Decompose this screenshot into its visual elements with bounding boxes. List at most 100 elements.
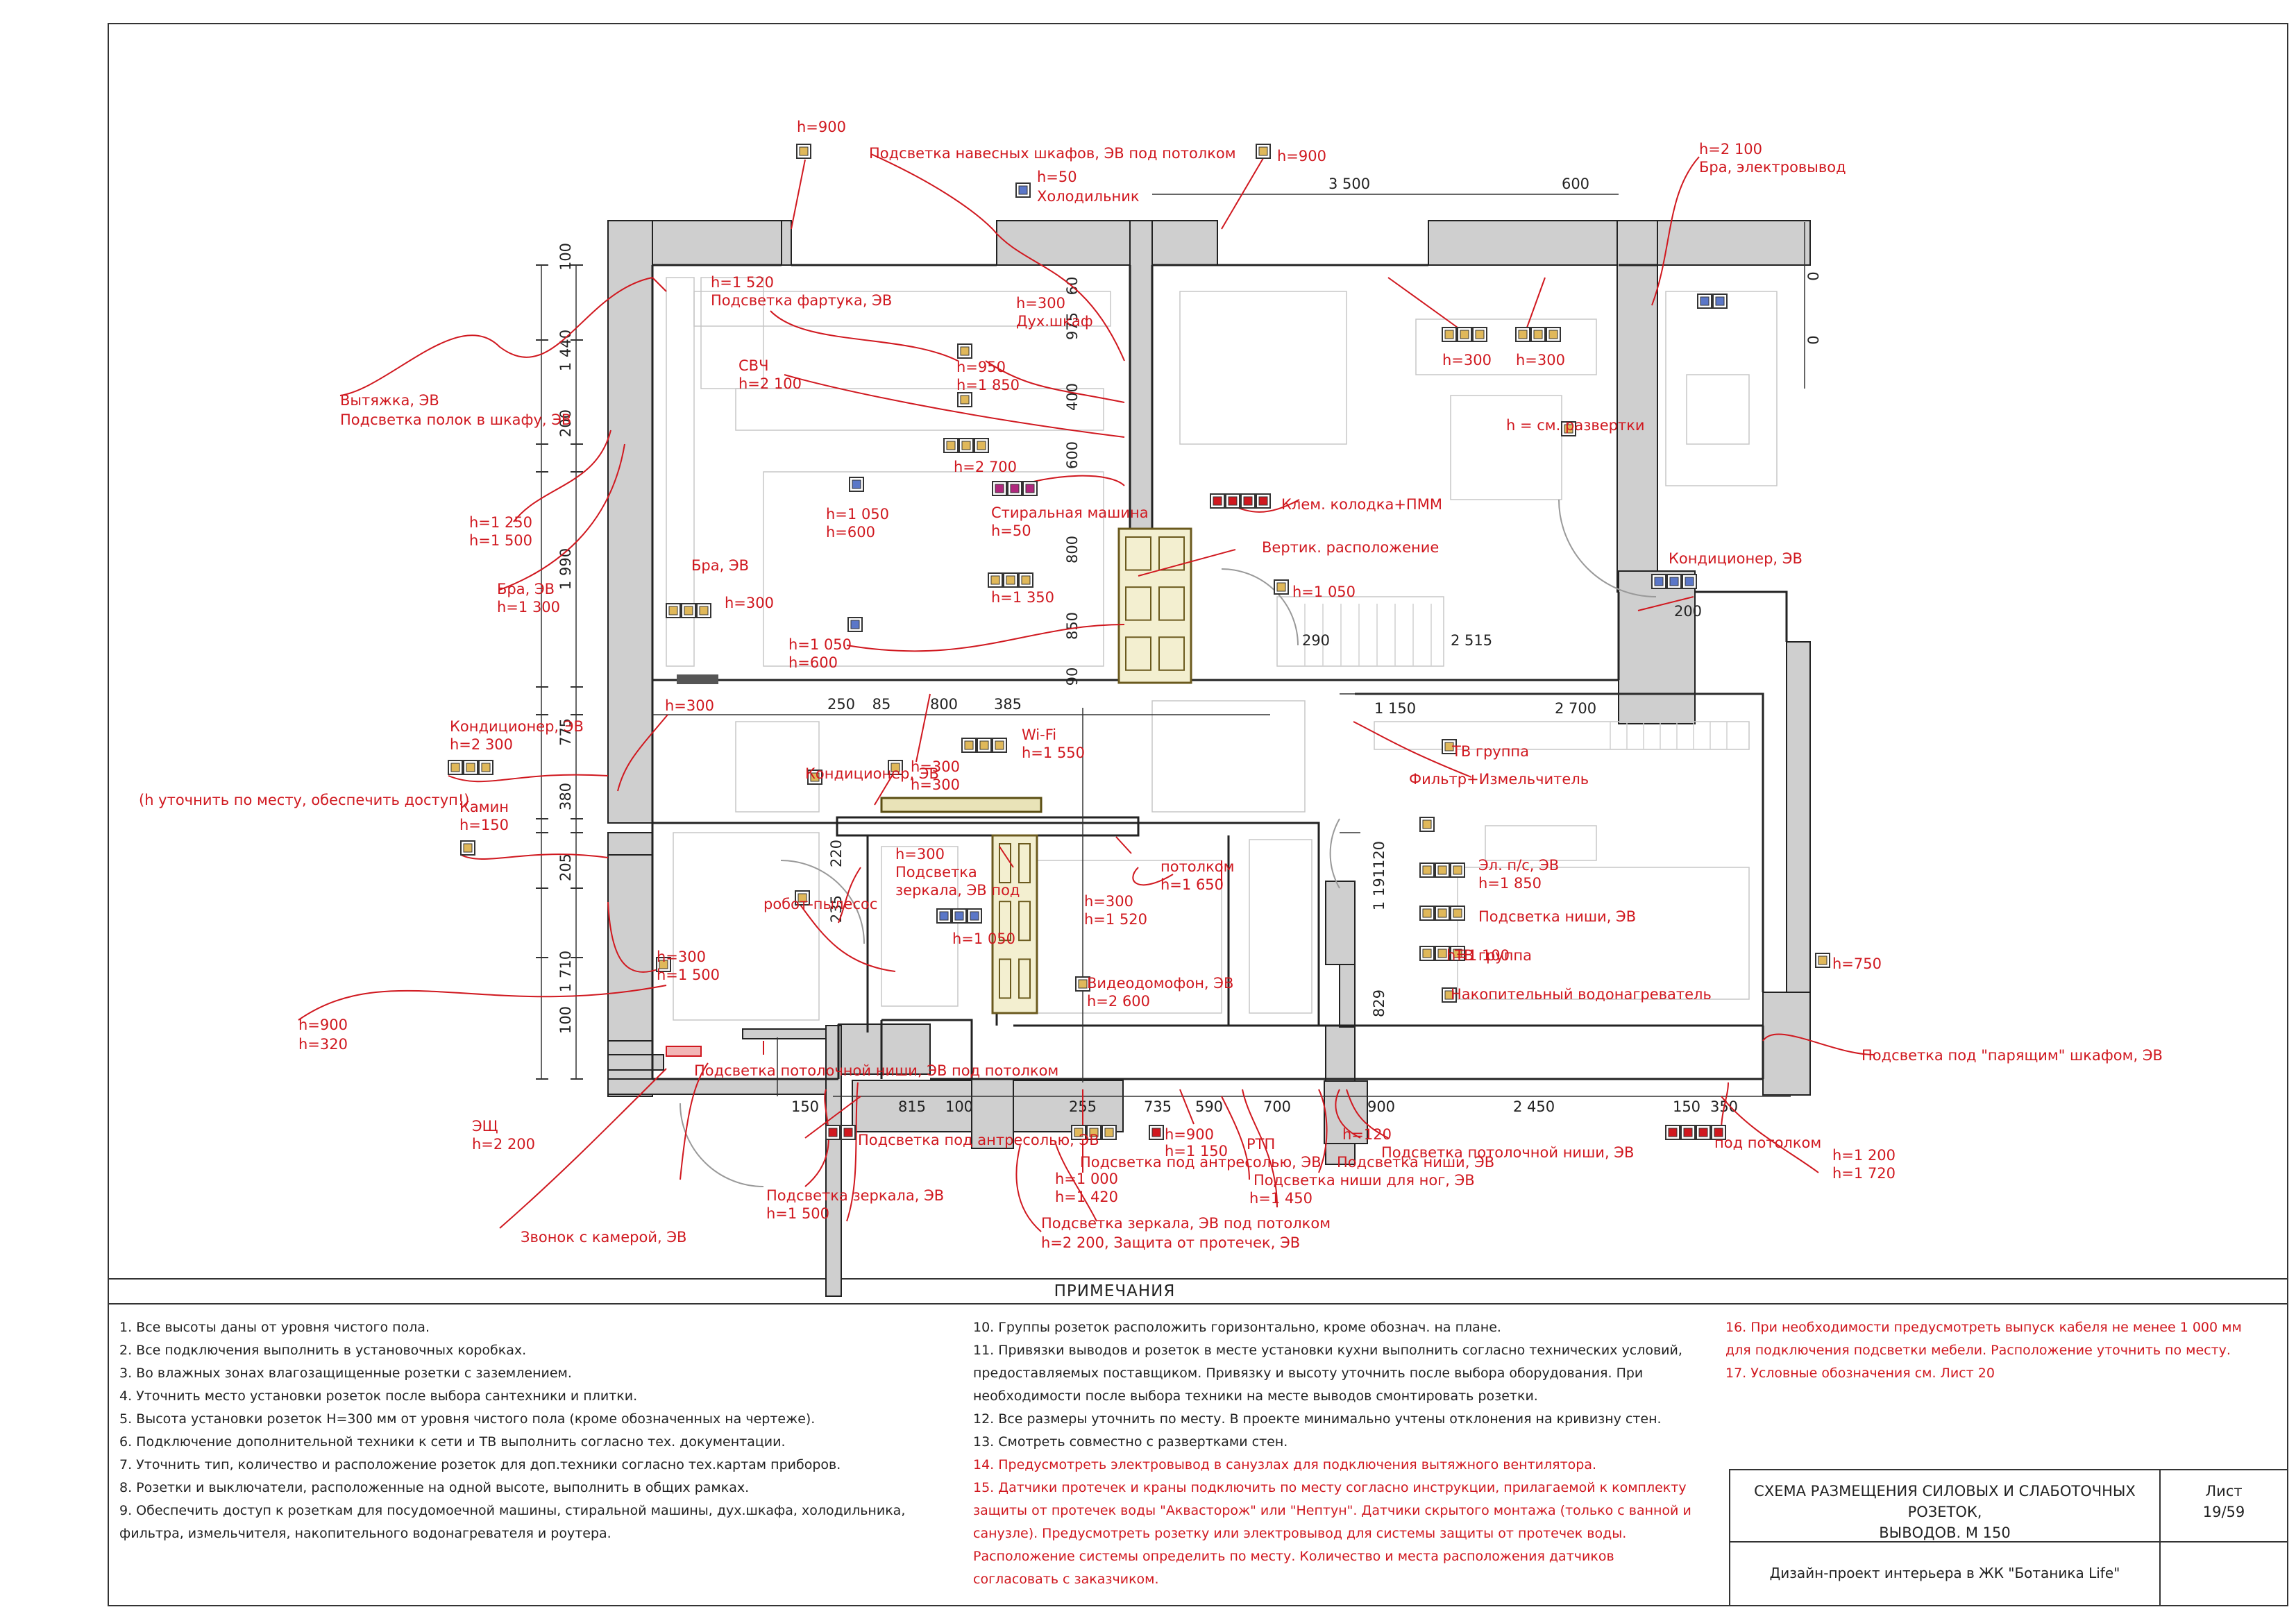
dimension-label: 220 [828, 840, 845, 867]
stamp-sheet: Лист 19/59 [2161, 1481, 2286, 1522]
annotation-label: Подсветка потолочной ниши, ЭВ [1381, 1144, 1634, 1161]
dimension-label: 1 440 [557, 330, 574, 371]
dimension-label: 150 [791, 1098, 819, 1115]
annotation-leader [460, 853, 609, 860]
annotation-label: h=1 100 [1446, 947, 1510, 964]
door-inset [1158, 536, 1185, 571]
note-line: 9. Обеспечить доступ к розеткам для посу… [119, 1503, 906, 1518]
socket-icon [1548, 330, 1558, 339]
notes-column-1: 1. Все высоты даны от уровня чистого пол… [119, 1316, 905, 1545]
annotation-leader [1353, 721, 1472, 778]
dimension-label: 85 [872, 696, 891, 713]
furniture-outline [1485, 825, 1597, 861]
annotation-leader [1015, 1144, 1042, 1232]
socket-icon [1533, 330, 1543, 339]
annotation-label: робот-пылесос [763, 896, 877, 912]
annotation-label: h=50 [991, 522, 1031, 539]
annotation-label: Wi-Fi [1022, 726, 1056, 743]
note-line: 7. Уточнить тип, количество и расположен… [119, 1457, 841, 1472]
annotation-leader [1179, 1089, 1195, 1125]
annotation-label: h=300 [911, 758, 960, 775]
dimension-label: 200 [1674, 603, 1702, 620]
annotation-label: h=300 [665, 697, 714, 714]
dimension-label: 800 [930, 696, 958, 713]
socket-icon [828, 1128, 838, 1137]
annotation-label: h=900 [298, 1017, 348, 1033]
furniture-outline [1450, 395, 1562, 500]
annotation-label: h=1 420 [1055, 1189, 1118, 1205]
dimension-label: 775 [557, 718, 574, 746]
annotation-leader [617, 714, 668, 792]
annotation-label: h=1 520 [1084, 911, 1147, 928]
furniture-outline [735, 388, 1104, 431]
furniture-outline [763, 471, 1104, 667]
dimension-label: 3 500 [1328, 176, 1370, 192]
annotation-label: Бра, электровывод [1699, 159, 1846, 176]
wall-outline [930, 1026, 1764, 1080]
socket-icon [995, 740, 1004, 750]
annotation-label: Вертик. расположение [1262, 539, 1439, 556]
socket-icon [481, 763, 491, 772]
annotation-label: h=150 [459, 817, 509, 833]
socket-icon [1818, 955, 1827, 965]
note-line: 5. Высота установки розеток Н=300 мм от … [119, 1411, 816, 1427]
socket-icon [799, 146, 809, 156]
annotation-label: Подсветка ниши для ног, ЭВ [1253, 1172, 1475, 1189]
annotation-label: Подсветка ниши, ЭВ [1478, 908, 1636, 925]
wall-outline [651, 823, 840, 1080]
wall-segment [1786, 641, 1811, 1052]
furniture-outline [673, 832, 820, 1021]
annotation-label: h=2 100 [1699, 141, 1762, 158]
wall-segment [1151, 220, 1218, 266]
socket-icon [1437, 949, 1447, 958]
annotation-leader [607, 901, 667, 973]
annotation-leader [915, 693, 931, 763]
socket-icon [1715, 296, 1725, 306]
furniture-outline [693, 291, 1111, 327]
note-line: 1. Все высоты даны от уровня чистого пол… [119, 1320, 430, 1335]
dimension-label: 900 [1367, 1098, 1395, 1115]
socket-icon [1089, 1128, 1099, 1137]
annotation-leader [870, 153, 1125, 362]
window-sill-mark [677, 674, 718, 684]
annotation-label: h=1 850 [956, 377, 1020, 393]
socket-icon [1422, 949, 1432, 958]
title-stamp [1729, 1469, 2288, 1606]
note-line: для подключения подсветки мебели. Распол… [1725, 1343, 2231, 1358]
socket-icon [1518, 330, 1528, 339]
annotation-leader [652, 277, 667, 292]
door-swing-arc [1558, 499, 1657, 597]
annotation-leader [999, 846, 1014, 868]
dimension-label: 150 [1673, 1098, 1700, 1115]
door-inset [1018, 843, 1031, 883]
socket-icon [1698, 1128, 1708, 1137]
socket-icon [1437, 865, 1447, 875]
dimension-label: 1 191 [1371, 869, 1387, 910]
annotation-label: h=600 [826, 524, 875, 541]
annotation-leader [499, 443, 625, 590]
annotation-leader [1387, 277, 1458, 328]
socket-icon [1453, 949, 1462, 958]
annotation-label: Подсветка зеркала, ЭВ под потолком [1041, 1215, 1331, 1232]
annotation-leader [1721, 1096, 1819, 1173]
annotation-leader [846, 624, 1125, 652]
socket-icon [1276, 582, 1286, 592]
door-swing-arc [780, 860, 865, 944]
annotation-leader [1651, 156, 1700, 306]
note-line: 13. Смотреть совместно с развертками сте… [973, 1434, 1288, 1450]
note-line: 17. Условные обозначения см. Лист 20 [1725, 1366, 1995, 1381]
socket-icon [1104, 1128, 1114, 1137]
annotation-leader [513, 430, 611, 522]
furniture-outline [1415, 318, 1597, 375]
note-line: 8. Розетки и выключатели, расположенные … [119, 1480, 750, 1495]
socket-icon [1685, 577, 1694, 586]
annotation-leader [791, 159, 806, 230]
note-line: 4. Уточнить место установки розеток посл… [119, 1388, 638, 1404]
socket-icon [1453, 908, 1462, 918]
wall-segment [1762, 992, 1811, 1096]
socket-icon [810, 772, 820, 782]
annotation-label: h=1 650 [1160, 876, 1224, 893]
annotation-label: h=2 200, Защита от протечек, ЭВ [1041, 1234, 1300, 1251]
annotation-leader [1054, 1141, 1097, 1222]
